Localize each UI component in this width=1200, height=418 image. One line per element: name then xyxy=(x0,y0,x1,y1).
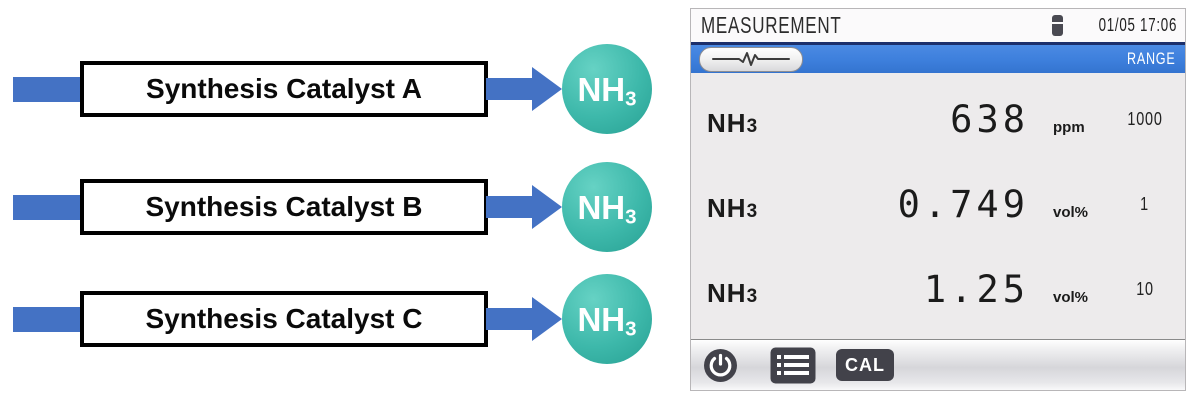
flow-bar xyxy=(13,77,80,102)
catalyst-box: Synthesis Catalyst C xyxy=(80,291,488,347)
catalyst-label: Synthesis Catalyst B xyxy=(145,191,423,222)
catalyst-label: Synthesis Catalyst A xyxy=(146,73,422,104)
reading-row: NH3 1.25 vol% 10 xyxy=(691,268,1185,314)
flow-arrow-head-icon xyxy=(532,185,562,229)
reading-unit: vol% xyxy=(1053,288,1089,306)
analyzer-screen: MEASUREMENT 01/05 17:06 RANGE NH3 638 pp… xyxy=(690,8,1186,391)
flow-arrow-head-icon xyxy=(532,297,562,341)
reading-unit: ppm xyxy=(1053,119,1085,137)
reading-range: 1000 xyxy=(1127,109,1163,130)
screen-title: MEASUREMENT xyxy=(701,12,842,38)
reading-row: NH3 0.749 vol% 1 xyxy=(691,183,1185,229)
gas-name: NH3 xyxy=(707,192,759,223)
header-status: 01/05 17:06 xyxy=(1051,15,1177,36)
flow-bar xyxy=(13,307,80,332)
reading-range: 10 xyxy=(1136,278,1154,299)
reading-value: 0.749 xyxy=(897,182,1029,226)
catalyst-box: Synthesis Catalyst A xyxy=(80,61,488,117)
reading-range: 1 xyxy=(1140,193,1150,214)
gas-name: NH3 xyxy=(707,277,759,308)
nh3-label: NH3 xyxy=(577,300,637,340)
diagram-row: Synthesis Catalyst C NH3 xyxy=(0,274,690,364)
range-softkey-label[interactable]: RANGE xyxy=(1126,49,1175,68)
nh3-molecule: NH3 xyxy=(562,162,652,252)
nh3-molecule: NH3 xyxy=(562,274,652,364)
function-bar: RANGE xyxy=(691,45,1185,73)
power-icon[interactable] xyxy=(703,348,738,383)
reading-unit: vol% xyxy=(1053,203,1089,221)
cal-button[interactable]: CAL xyxy=(836,349,894,381)
datetime: 01/05 17:06 xyxy=(1098,15,1177,35)
flow-arrow-head-icon xyxy=(532,67,562,111)
flow-arrow xyxy=(486,196,532,218)
catalyst-box: Synthesis Catalyst B xyxy=(80,179,488,235)
flow-arrow xyxy=(486,308,532,330)
reading-row: NH3 638 ppm 1000 xyxy=(691,98,1185,144)
battery-icon xyxy=(1051,15,1063,36)
catalyst-diagram: Synthesis Catalyst A NH3 Synthesis Catal… xyxy=(0,44,690,364)
gas-name: NH3 xyxy=(707,108,759,139)
reading-value: 638 xyxy=(950,98,1029,142)
nh3-label: NH3 xyxy=(577,70,637,110)
readings-panel: NH3 638 ppm 1000 NH3 0.749 vol% 1 NH3 1.… xyxy=(691,73,1185,340)
waveform-button[interactable] xyxy=(699,46,803,72)
flow-bar xyxy=(13,195,80,220)
nh3-label: NH3 xyxy=(577,188,637,228)
nh3-molecule: NH3 xyxy=(562,44,652,134)
diagram-row: Synthesis Catalyst A NH3 xyxy=(0,44,690,134)
screen-header: MEASUREMENT 01/05 17:06 xyxy=(691,9,1185,42)
header-divider xyxy=(691,42,1185,45)
reading-value: 1.25 xyxy=(923,267,1029,311)
waveform-icon xyxy=(712,52,790,66)
catalyst-label: Synthesis Catalyst C xyxy=(145,303,423,334)
bottom-toolbar: CAL xyxy=(691,340,1185,390)
diagram-row: Synthesis Catalyst B NH3 xyxy=(0,162,690,252)
flow-arrow xyxy=(486,78,532,100)
menu-list-icon[interactable] xyxy=(770,347,816,384)
